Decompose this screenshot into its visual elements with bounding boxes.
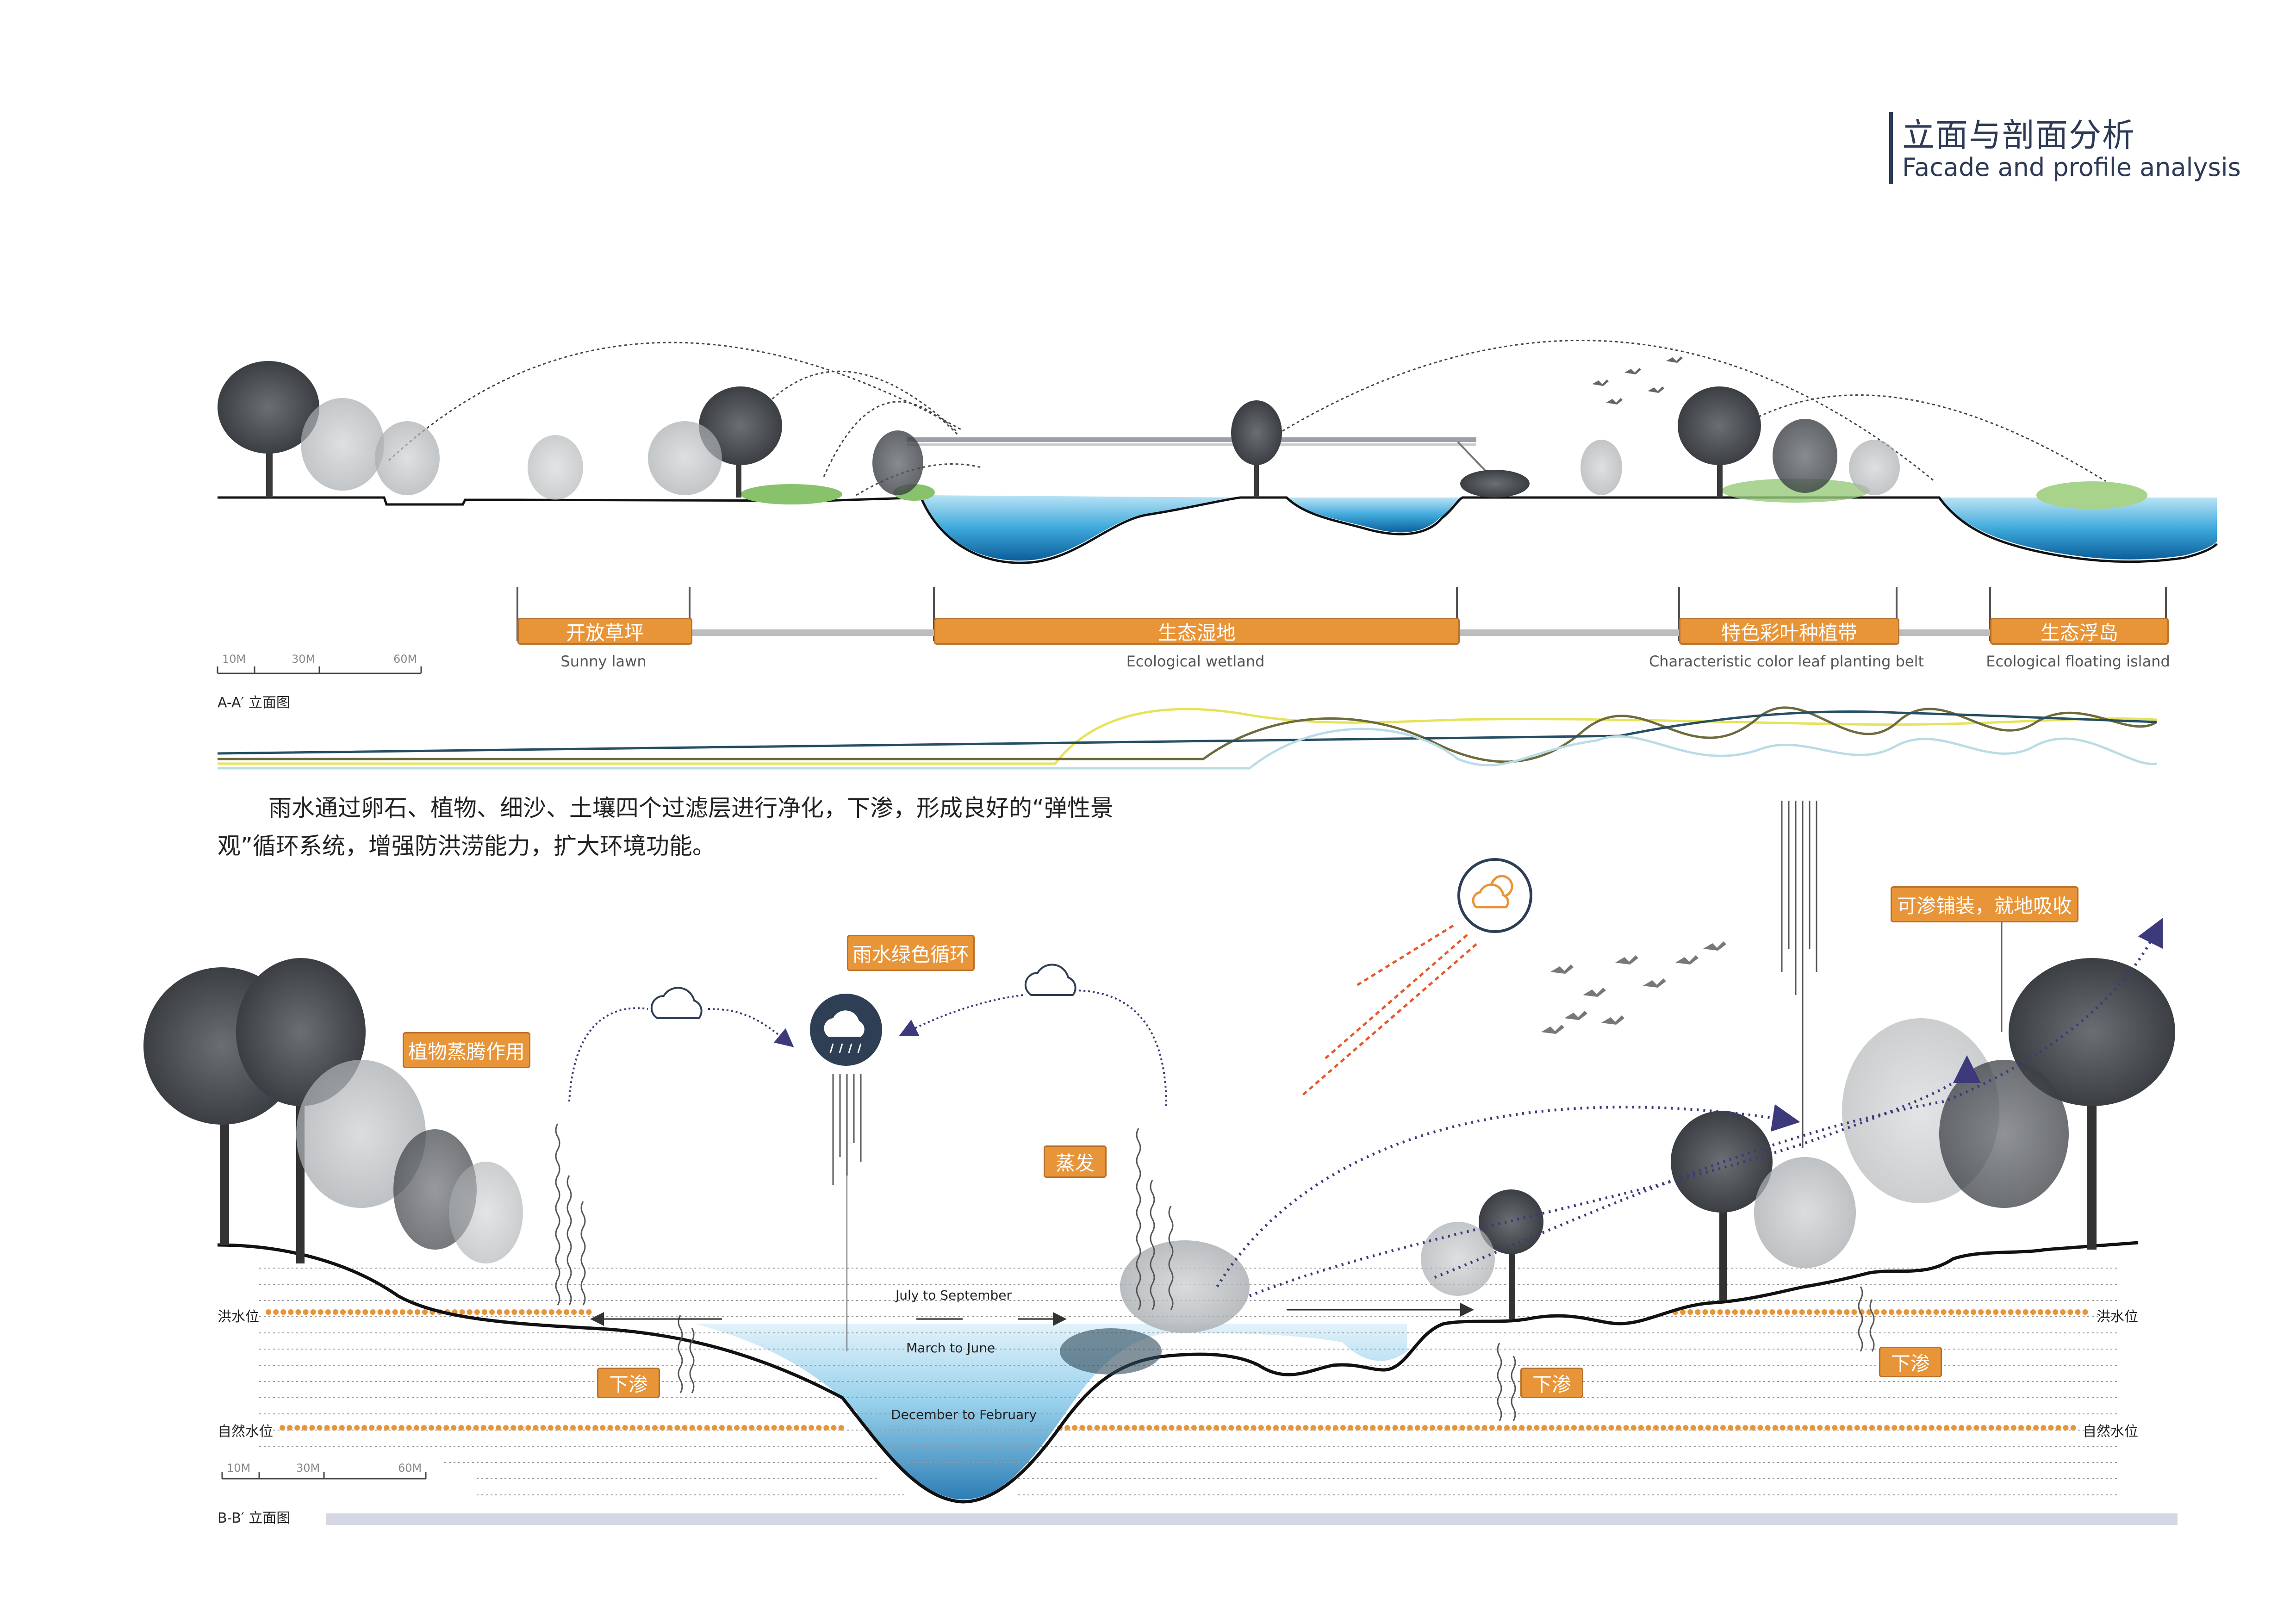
flood-level-label-right: 洪水位 bbox=[2097, 1309, 2138, 1325]
view-arcs bbox=[388, 340, 2106, 496]
zone-badge-color-leaf-belt: 特色彩叶种植带 bbox=[1679, 618, 1899, 645]
tag-rainwater-cycle: 雨水绿色循环 bbox=[847, 935, 975, 971]
section-b-profile bbox=[143, 801, 2178, 1525]
section-a-label: A-A′ 立面图 bbox=[218, 695, 290, 711]
scale-b-30m: 30M bbox=[296, 1462, 320, 1475]
pond-a2 bbox=[1287, 498, 1462, 533]
rain-cloud-icon bbox=[810, 994, 882, 1066]
cloud-icon-left bbox=[650, 987, 703, 1019]
section-b-label: B-B′ 立面图 bbox=[218, 1510, 291, 1526]
tag-transpiration: 植物蒸腾作用 bbox=[403, 1032, 530, 1068]
tag-evaporation: 蒸发 bbox=[1044, 1145, 1107, 1178]
zone-badge-sunny-lawn: 开放草坪 bbox=[517, 618, 692, 645]
cloud-icon-right bbox=[1024, 964, 1076, 996]
tag-infiltration-right: 下渗 bbox=[1879, 1347, 1942, 1377]
scale-b-10m: 10M bbox=[227, 1462, 251, 1475]
flood-level-label-left: 洪水位 bbox=[218, 1309, 259, 1325]
natural-level-label-right: 自然水位 bbox=[2083, 1424, 2138, 1440]
season-july-september: July to September bbox=[896, 1288, 1012, 1303]
zone-badge-ecological-wetland: 生态湿地 bbox=[934, 618, 1460, 645]
pond-a3 bbox=[1939, 498, 2217, 560]
tag-infiltration-left: 下渗 bbox=[597, 1368, 660, 1398]
scale-b-60m: 60M bbox=[398, 1462, 422, 1475]
tag-permeable-paving: 可渗铺装，就地吸收 bbox=[1891, 886, 2078, 922]
zone-caption-sunny-lawn: Sunny lawn bbox=[560, 653, 647, 670]
river-water bbox=[694, 1324, 1407, 1500]
season-march-june: March to June bbox=[906, 1340, 996, 1356]
page-subtitle: Facade and profile analysis bbox=[1902, 153, 2241, 182]
tag-infiltration-middle: 下渗 bbox=[1520, 1368, 1583, 1398]
section-a-elevation bbox=[217, 340, 2218, 770]
scale-a-60m: 60M bbox=[393, 653, 417, 666]
season-december-february: December to February bbox=[891, 1407, 1037, 1422]
zone-caption-ecological-wetland: Ecological wetland bbox=[1126, 653, 1265, 670]
sun-cloud-icon bbox=[1457, 858, 1532, 933]
natural-level-label-left: 自然水位 bbox=[218, 1424, 273, 1440]
description-paragraph: 雨水通过卵石、植物、细沙、土壤四个过滤层进行净化，下渗，形成良好的“弹性景观”循… bbox=[218, 795, 1114, 859]
page-title: 立面与剖面分析 bbox=[1902, 116, 2135, 154]
water-level-dots bbox=[266, 1309, 2095, 1431]
scale-a-30m: 30M bbox=[292, 653, 316, 666]
zone-caption-color-leaf-belt: Characteristic color leaf planting belt bbox=[1649, 653, 1924, 670]
zone-badge-floating-island: 生态浮岛 bbox=[1990, 618, 2169, 645]
zone-caption-floating-island: Ecological floating island bbox=[1986, 653, 2170, 670]
title-accent-bar bbox=[1889, 112, 1893, 184]
scale-a-10m: 10M bbox=[222, 653, 246, 666]
